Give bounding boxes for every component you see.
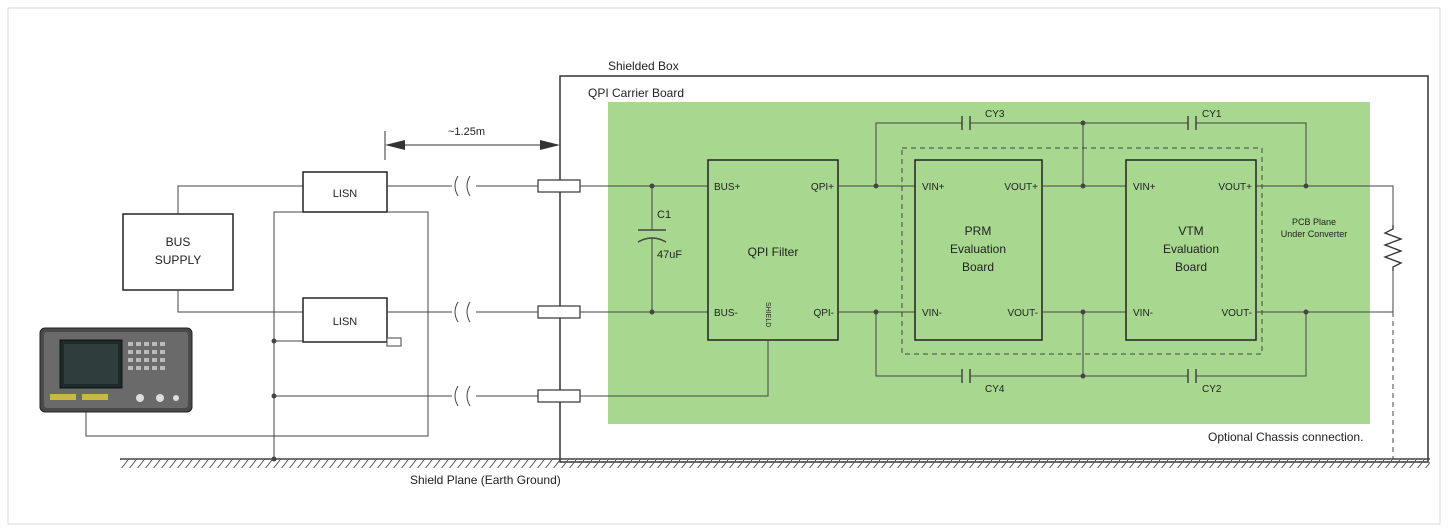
spectrum-analyzer-icon — [39, 327, 193, 413]
capacitor-cy3 — [961, 116, 1188, 130]
lisn-top-box — [302, 171, 388, 213]
cy1-label: CY1 — [1202, 109, 1222, 120]
capacitor-cy4 — [961, 369, 1188, 383]
vtm-label-1: VTM — [1178, 224, 1203, 238]
qpi-filter-label: QPI Filter — [748, 245, 799, 259]
capacitor-cy2 — [1187, 312, 1307, 383]
pcb-plane-label-2: Under Converter — [1281, 229, 1348, 239]
vtm-vout-plus: VOUT+ — [1218, 182, 1252, 193]
distance-label: ~1.25m — [448, 126, 485, 138]
vtm-vin-minus: VIN- — [1133, 308, 1153, 319]
chassis-label: Optional Chassis connection. — [1208, 430, 1363, 444]
lisn-termination — [386, 337, 402, 347]
c1-value: 47uF — [657, 249, 682, 261]
carrier-board-label: QPI Carrier Board — [588, 86, 684, 100]
cable-break-icon — [454, 175, 471, 407]
bus-supply-label-2: SUPPLY — [155, 253, 201, 267]
lisn-ground-wiring — [85, 211, 429, 459]
vtm-evaluation-board — [1125, 159, 1257, 341]
qpi-filter-box — [707, 159, 839, 341]
shield-plane-label: Shield Plane (Earth Ground) — [410, 473, 561, 487]
output-wiring — [1256, 185, 1394, 313]
prm-vin-minus: VIN- — [922, 308, 942, 319]
c1-label: C1 — [657, 209, 671, 221]
filter-qpi-minus: QPI- — [813, 308, 834, 319]
filter-qpi-plus: QPI+ — [811, 182, 834, 193]
lisn-bottom-box — [302, 297, 388, 343]
cy2-label: CY2 — [1202, 384, 1222, 395]
filter-bus-minus: BUS- — [714, 308, 738, 319]
capacitor-cy1 — [1187, 116, 1307, 186]
ground-hatch — [120, 459, 1430, 468]
prm-vin-plus: VIN+ — [922, 182, 945, 193]
cy3-label: CY3 — [985, 109, 1005, 120]
cy4-label: CY4 — [985, 384, 1005, 395]
lisn-top-label: LISN — [333, 188, 358, 200]
vtm-label-2: Evaluation — [1163, 242, 1219, 256]
cable-lines — [274, 185, 538, 397]
outer-frame — [7, 7, 1441, 525]
supply-wiring — [177, 185, 303, 313]
bus-supply-box — [122, 213, 234, 291]
prm-evaluation-board — [914, 159, 1043, 341]
shield-wire — [580, 340, 769, 397]
prm-vout-minus: VOUT- — [1007, 308, 1038, 319]
vtm-vin-plus: VIN+ — [1133, 182, 1156, 193]
pcb-plane-label-1: PCB Plane — [1292, 217, 1336, 227]
pcb-plane-outline — [901, 147, 1263, 355]
filter-bus-plus: BUS+ — [714, 182, 741, 193]
resistor-icon — [1383, 225, 1403, 271]
lisn-bottom-label: LISN — [333, 316, 358, 328]
bus-supply-label-1: BUS — [166, 235, 191, 249]
prm-label-1: PRM — [965, 224, 992, 238]
qpi-carrier-board — [608, 102, 1370, 424]
filter-shield-label: SHIELD — [764, 302, 771, 327]
prm-label-2: Evaluation — [950, 242, 1006, 256]
capacitor-c1 — [580, 185, 708, 313]
prm-vout-plus: VOUT+ — [1004, 182, 1038, 193]
vtm-label-3: Board — [1175, 260, 1207, 274]
shielded-box-label: Shielded Box — [608, 59, 679, 73]
vtm-vout-minus: VOUT- — [1221, 308, 1252, 319]
distance-dimension — [384, 131, 560, 160]
prm-label-3: Board — [962, 260, 994, 274]
